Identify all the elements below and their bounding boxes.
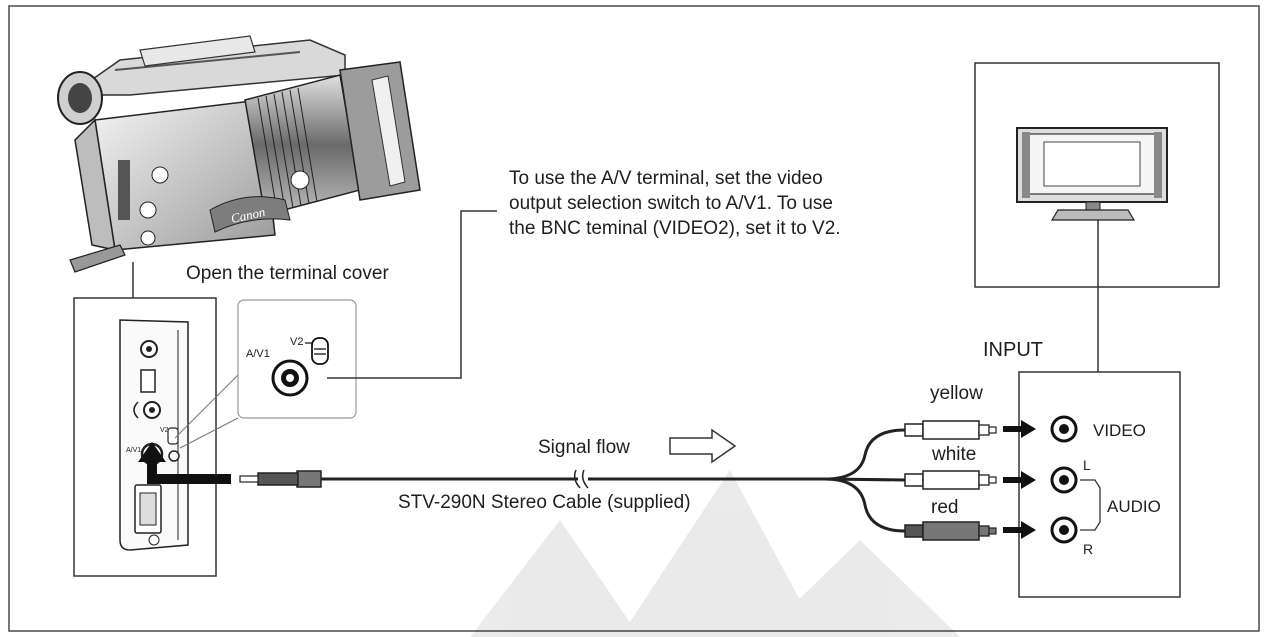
signal-flow-arrow bbox=[669, 428, 737, 464]
tv-video-label: VIDEO bbox=[1093, 421, 1146, 440]
camcorder-illustration bbox=[57, 35, 421, 273]
audio-bracket bbox=[1080, 479, 1101, 531]
cable-name-label: STV-290N Stereo Cable (supplied) bbox=[398, 492, 691, 513]
tv-illustration bbox=[1016, 127, 1168, 221]
note-leader-line bbox=[327, 210, 497, 379]
switch-instruction-note: To use the A/V terminal, set the video o… bbox=[509, 166, 841, 241]
open-cover-caption: Open the terminal cover bbox=[186, 263, 389, 284]
rca-plug-yellow bbox=[904, 420, 997, 440]
switch-zoom-box bbox=[237, 299, 357, 419]
note-line-3: the BNC teminal (VIDEO2), set it to V2. bbox=[509, 218, 841, 239]
switch-v2-label: V2 bbox=[290, 336, 304, 348]
tv-left-label: L bbox=[1083, 457, 1091, 473]
plug-red-label: red bbox=[931, 497, 959, 518]
stereo-cable bbox=[239, 428, 906, 533]
watermark bbox=[470, 470, 960, 637]
tv-audio-right-jack bbox=[1050, 516, 1078, 544]
insert-arrow-right bbox=[1003, 521, 1036, 539]
tv-video-jack bbox=[1050, 415, 1078, 443]
panel-av1-text: A/V1 bbox=[126, 447, 141, 454]
insert-arrow-left bbox=[1003, 471, 1036, 489]
figure-frame bbox=[8, 5, 1260, 632]
rca-plug-red bbox=[904, 521, 997, 541]
plug-white-label: white bbox=[932, 444, 977, 465]
tv-input-panel-box bbox=[1018, 371, 1181, 598]
panel-v2-text: V2 bbox=[160, 427, 169, 434]
plug-yellow-label: yellow bbox=[930, 383, 983, 404]
insert-arrow-video bbox=[1003, 420, 1036, 438]
note-line-1: To use the A/V terminal, set the video bbox=[509, 168, 823, 189]
tv-audio-left-jack bbox=[1050, 466, 1078, 494]
switch-zoom-detail bbox=[271, 337, 329, 397]
input-label: INPUT bbox=[983, 339, 1043, 361]
camera-insert-arrow bbox=[138, 442, 231, 484]
tv-right-label: R bbox=[1083, 541, 1094, 557]
signal-flow-label: Signal flow bbox=[538, 437, 630, 458]
rca-plug-white bbox=[904, 470, 997, 490]
note-line-2: output selection switch to A/V1. To use bbox=[509, 193, 833, 214]
camera-brand-text: Canon bbox=[230, 204, 267, 226]
tv-audio-label: AUDIO bbox=[1107, 497, 1161, 516]
switch-av1-label: A/V1 bbox=[246, 348, 270, 360]
